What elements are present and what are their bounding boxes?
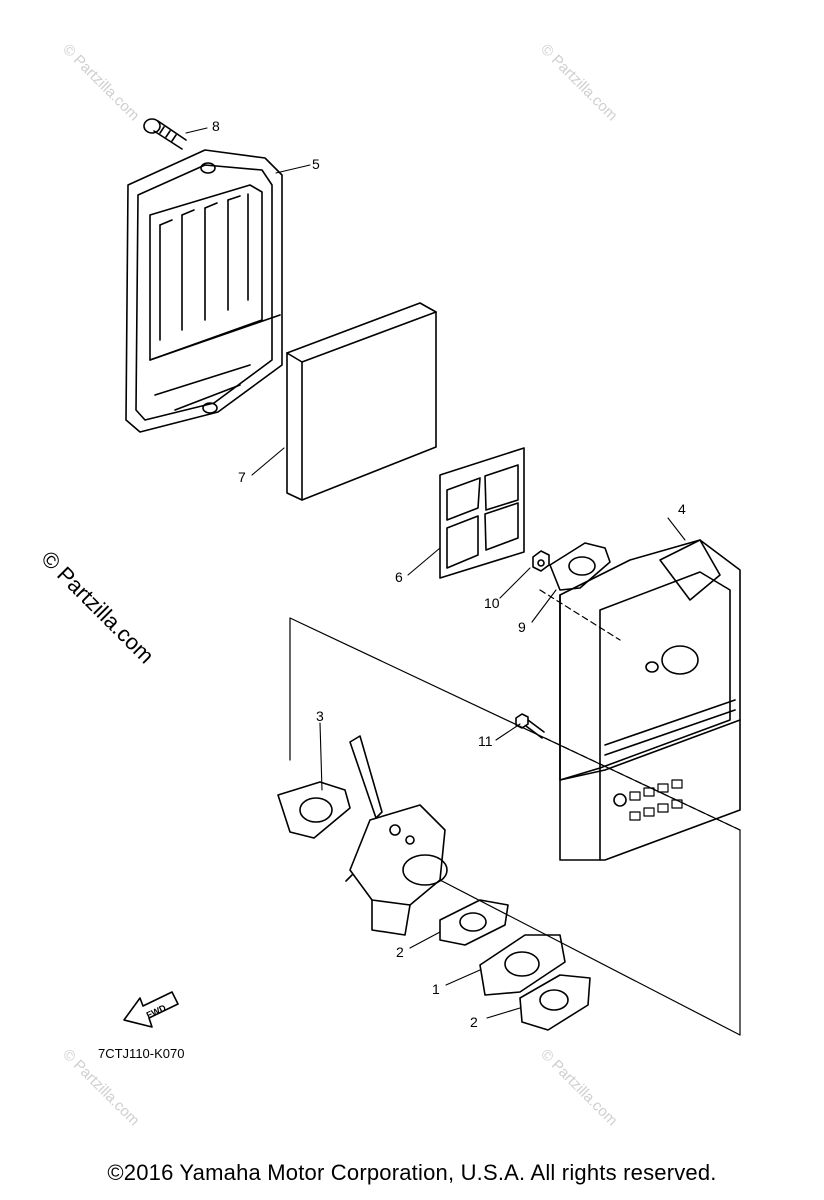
- callout-4: 4: [678, 501, 686, 517]
- fwd-arrow-icon: [123, 991, 179, 1028]
- watermark-large: © Partzilla.com: [36, 546, 159, 669]
- callout-5: 5: [312, 156, 320, 172]
- watermark-top-left: © Partzilla.com: [59, 41, 142, 124]
- air-cleaner-case-5: [125, 149, 283, 433]
- callout-10: 10: [484, 595, 500, 611]
- leader-lines: [185, 127, 686, 1019]
- diagram-code: 7CTJ110-K070: [98, 1046, 184, 1061]
- callout-1: 1: [432, 981, 440, 997]
- fwd-label: FWD: [145, 1002, 168, 1020]
- nut-10: [532, 550, 550, 572]
- bolt-8: [143, 118, 187, 150]
- gasket-6: [439, 447, 525, 579]
- carburetor: [345, 735, 448, 936]
- callout-3: 3: [316, 708, 324, 724]
- air-filter-element-7: [286, 302, 437, 501]
- gasket-9: [549, 542, 611, 591]
- gasket-2-lower: [519, 974, 591, 1031]
- callout-11: 11: [478, 733, 493, 749]
- watermark-bottom-right: © Partzilla.com: [537, 1046, 620, 1129]
- copyright-notice: ©2016 Yamaha Motor Corporation, U.S.A. A…: [107, 1160, 717, 1185]
- insulator-1: [479, 934, 566, 996]
- callout-9: 9: [518, 619, 526, 635]
- callout-7: 7: [238, 469, 246, 485]
- watermark-top-right: © Partzilla.com: [537, 41, 620, 124]
- callout-8: 8: [212, 118, 220, 134]
- gasket-2-upper: [439, 899, 509, 946]
- assembly-boundary: [289, 589, 741, 1036]
- gasket-3: [277, 781, 351, 839]
- callout-6: 6: [395, 569, 403, 585]
- callout-2-upper: 2: [396, 944, 404, 960]
- case-4: [559, 539, 741, 861]
- callout-2-lower: 2: [470, 1014, 478, 1030]
